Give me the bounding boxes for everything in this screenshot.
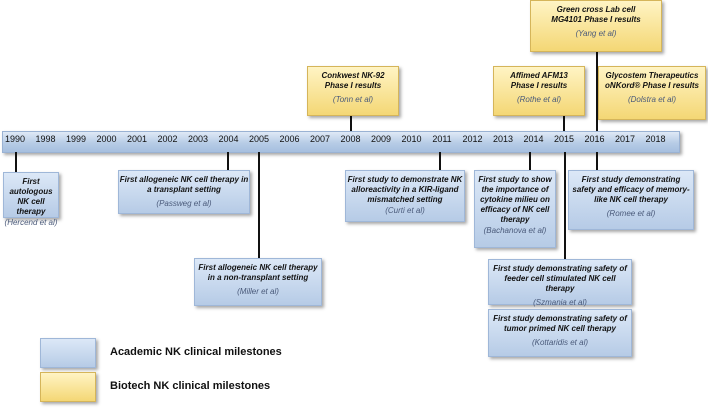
milestone-citation: (Yang et al) <box>575 29 617 38</box>
milestone-title: Glycostem Therapeutics oNKord® Phase I r… <box>605 71 699 90</box>
milestone-box-2014: First study to show the importance of cy… <box>474 170 556 248</box>
year-label: 2005 <box>248 134 270 144</box>
milestone-box-2004: First allogeneic NK cell therapy in a tr… <box>118 170 250 214</box>
year-label: 2010 <box>401 134 422 144</box>
milestone-citation: (Szmania et al) <box>533 298 587 307</box>
year-label: 2008 <box>340 134 361 144</box>
milestone-box-2011: First study to demonstrate NK alloreacti… <box>345 170 465 222</box>
milestone-citation: (Tonn et al) <box>332 95 374 104</box>
milestone-box-2016: First study demonstrating safety and eff… <box>568 170 694 230</box>
milestone-title: Affimed AFM13 Phase I results <box>510 71 568 90</box>
milestone-citation: (Passweg et al) <box>156 199 212 208</box>
year-label: 2000 <box>96 134 117 144</box>
milestone-citation: (Curti et al) <box>385 206 425 215</box>
biotech-box-2017: Glycostem Therapeutics oNKord® Phase I r… <box>598 66 706 120</box>
legend-swatch-biotech <box>40 372 96 402</box>
milestone-citation: (Romee et al) <box>606 209 656 218</box>
year-label: 2007 <box>309 134 331 144</box>
connector-2008-up <box>350 115 352 131</box>
milestone-box-2015b: First study demonstrating safety of tumo… <box>488 309 632 357</box>
year-label: 1999 <box>65 134 87 144</box>
year-label: 2012 <box>462 134 483 144</box>
year-label: 2017 <box>614 134 636 144</box>
biotech-box-2015: Affimed AFM13 Phase I results (Rothe et … <box>493 66 585 116</box>
milestone-title: First study demonstrating safety of tumo… <box>493 314 627 333</box>
milestone-title: First study demonstrating safety and eff… <box>572 175 690 204</box>
milestone-title: First allogeneic NK cell therapy in a no… <box>198 263 318 282</box>
milestone-title: First autologous NK cell therapy <box>9 177 53 216</box>
milestone-title: First study to demonstrate NK alloreacti… <box>347 175 463 204</box>
year-label: 2002 <box>157 134 178 144</box>
connector-1990 <box>15 152 17 174</box>
connector-2004 <box>227 152 229 172</box>
milestone-citation: (Hercend et al) <box>4 218 58 227</box>
milestone-citation: (Kottaridis et al) <box>531 338 589 347</box>
milestone-citation: (Rothe et al) <box>516 95 562 104</box>
legend-label-biotech: Biotech NK clinical milestones <box>110 380 271 392</box>
connector-2015 <box>564 152 566 262</box>
biotech-box-2016-top: Green cross Lab cell MG4101 Phase I resu… <box>530 0 662 52</box>
legend-label-academic: Academic NK clinical milestones <box>110 346 282 358</box>
year-label: 1998 <box>35 134 56 144</box>
connector-2016 <box>596 152 598 172</box>
year-label: 2016 <box>584 134 605 144</box>
milestone-title: First study to show the importance of cy… <box>478 175 552 224</box>
legend-swatch-academic <box>40 338 96 368</box>
year-label: 2004 <box>218 134 239 144</box>
year-label: 2006 <box>279 134 300 144</box>
year-label: 2003 <box>187 134 209 144</box>
milestone-citation: (Bachanova et al) <box>483 226 547 235</box>
milestone-box-1990: First autologous NK cell therapy (Hercen… <box>3 172 59 227</box>
year-label: 2015 <box>553 134 575 144</box>
timeline-axis <box>2 131 680 153</box>
year-label: 2009 <box>370 134 392 144</box>
milestone-title: Conkwest NK-92 Phase I results <box>321 71 385 90</box>
connector-2005 <box>258 152 260 260</box>
connector-2016-up <box>596 52 598 131</box>
connector-2015-up <box>563 115 565 131</box>
milestone-citation: (Dolstra et al) <box>627 95 676 104</box>
milestone-box-2015a: First study demonstrating safety of feed… <box>488 259 632 307</box>
year-label: 2011 <box>432 134 452 144</box>
milestone-title: First allogeneic NK cell therapy in a tr… <box>119 175 249 194</box>
year-label: 2013 <box>492 134 514 144</box>
milestone-title: Green cross Lab cell MG4101 Phase I resu… <box>551 5 641 24</box>
connector-2011 <box>439 152 441 172</box>
connector-2014 <box>529 152 531 172</box>
milestone-title: First study demonstrating safety of feed… <box>493 264 627 293</box>
year-label: 2001 <box>126 134 148 144</box>
year-label: 2014 <box>523 134 544 144</box>
biotech-box-2008: Conkwest NK-92 Phase I results (Tonn et … <box>307 66 399 116</box>
milestone-citation: (Miller et al) <box>237 287 279 296</box>
year-label: 2018 <box>645 134 666 144</box>
milestone-box-2005: First allogeneic NK cell therapy in a no… <box>194 258 322 306</box>
year-label: 1990 <box>4 134 26 144</box>
